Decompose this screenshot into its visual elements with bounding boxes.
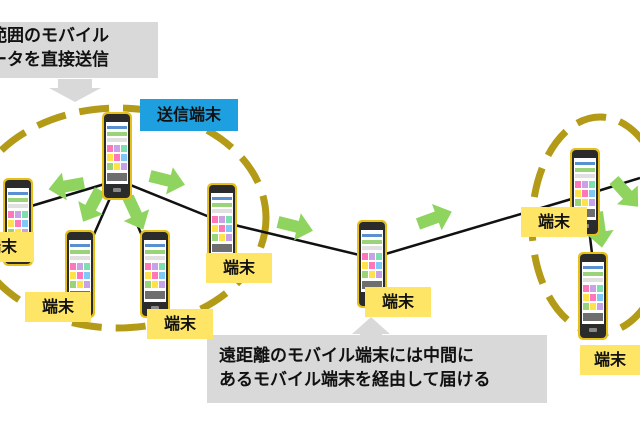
arrow-right-group-edge bbox=[603, 170, 640, 217]
arrow-relay-to-middle bbox=[274, 208, 317, 245]
callout-direct-send: 範囲のモバイル ータを直接送信 bbox=[0, 22, 158, 78]
range-circle-left bbox=[0, 104, 270, 332]
arrow-to-left-terminal bbox=[46, 169, 87, 204]
terminal-label-right-bottom: 端末 bbox=[580, 345, 640, 375]
terminal-label-right-top: 端末 bbox=[521, 207, 587, 237]
terminal-label-left: 端末 bbox=[0, 232, 34, 262]
callout-relay: 遠距離のモバイル端末には中間に あるモバイル端末を経由して届ける bbox=[207, 335, 547, 403]
terminal-label-lower-left: 端末 bbox=[25, 292, 91, 322]
terminal-label-right-of-circle: 端末 bbox=[206, 253, 272, 283]
terminal-label-lower-mid: 端末 bbox=[147, 309, 213, 339]
callout-bottom-pointer bbox=[352, 317, 390, 338]
terminal-phone-lower-mid bbox=[140, 230, 170, 318]
arrow-relay-to-right-group bbox=[413, 198, 457, 238]
sender-label: 送信端末 bbox=[140, 99, 238, 131]
callout-direct-send-line2: ータを直接送信 bbox=[0, 50, 109, 70]
callout-top-pointer bbox=[49, 79, 101, 102]
terminal-phone-right-bottom bbox=[578, 252, 608, 340]
sender-phone bbox=[102, 112, 132, 200]
callout-relay-line2: あるモバイル端末を経由して届ける bbox=[219, 370, 491, 390]
callout-relay-line1: 遠距離のモバイル端末には中間に bbox=[219, 346, 474, 366]
callout-direct-send-line1: 範囲のモバイル bbox=[0, 26, 109, 46]
terminal-label-relay: 端末 bbox=[365, 287, 431, 317]
